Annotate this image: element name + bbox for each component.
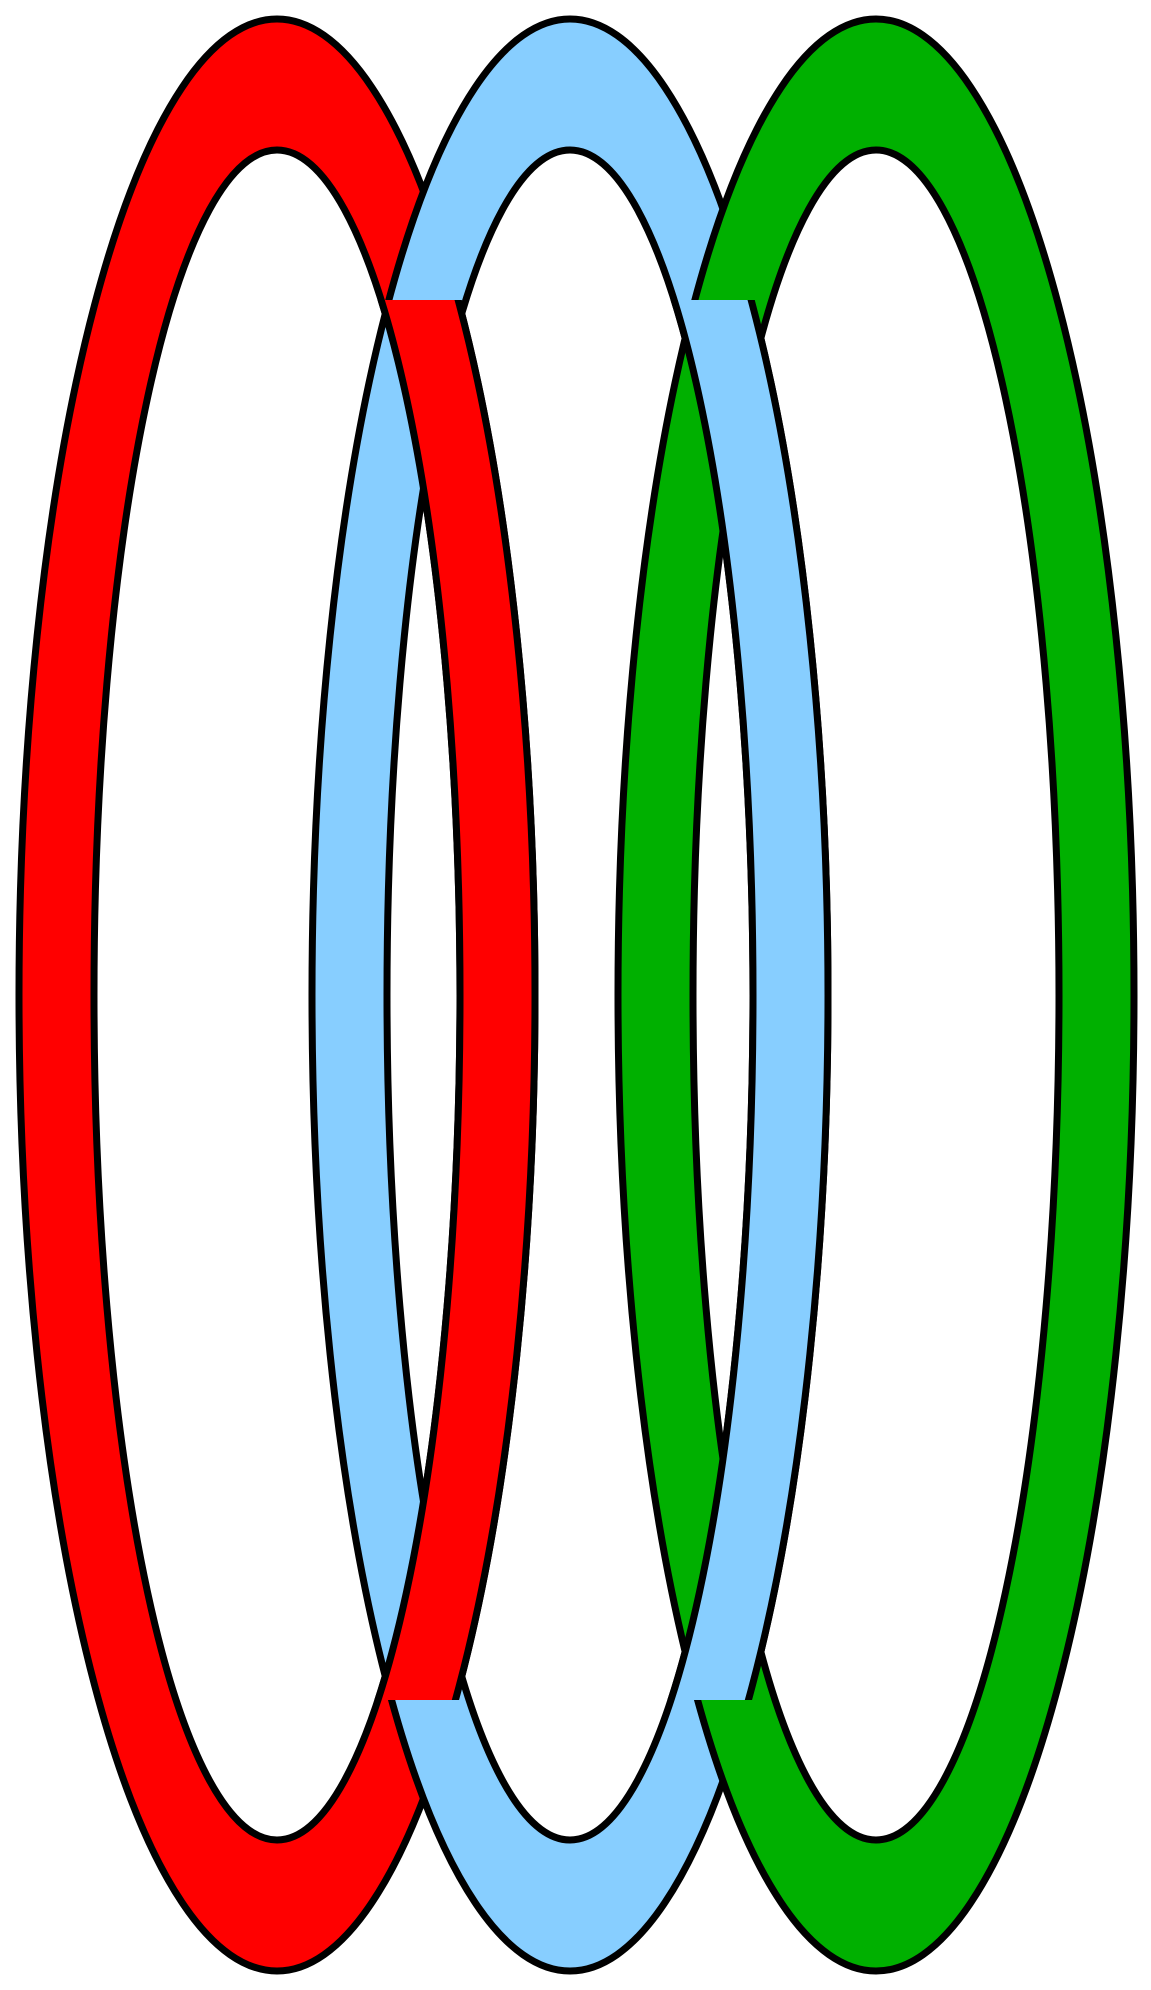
background [0, 0, 1151, 1990]
interlocking-rings-diagram [0, 0, 1151, 1990]
